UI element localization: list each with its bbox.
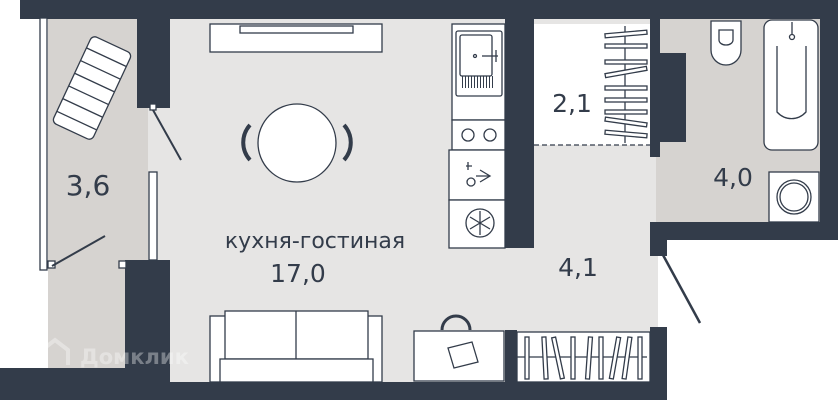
wardrobe-icon (516, 331, 651, 383)
balcony-area: 3,6 (66, 169, 111, 202)
kitchen-counter (448, 23, 506, 249)
balcony-window (39, 17, 48, 271)
washing-machine-icon (768, 171, 820, 223)
lounger-icon (52, 36, 132, 140)
bathroom-area: 4,0 (713, 163, 753, 192)
room-door (152, 109, 182, 161)
closet-area: 2,1 (552, 89, 592, 118)
cooktop-icon (451, 119, 506, 151)
bathtub-icon (763, 19, 819, 151)
balcony-door (51, 235, 106, 267)
hallway-area: 4,1 (558, 253, 598, 282)
closet-floor (534, 24, 652, 145)
closet-rack-icon (604, 26, 648, 143)
sofa-icon (209, 310, 383, 383)
desk-icon (413, 314, 505, 382)
fridge-icon (448, 199, 506, 249)
entrance-door (661, 254, 702, 324)
tv-unit-icon (209, 23, 383, 53)
toilet-icon (710, 20, 742, 66)
sink-icon (455, 30, 503, 97)
oven-icon (448, 149, 506, 201)
dining-table-icon (241, 103, 353, 183)
kitchen-living-name: кухня-гостиная (225, 229, 405, 254)
window (148, 171, 158, 261)
domclick-watermark: Домклик (40, 337, 189, 369)
kitchen-living-area: 17,0 (270, 259, 326, 288)
watermark-text: Домклик (80, 345, 189, 369)
laptop-icon (447, 341, 479, 369)
